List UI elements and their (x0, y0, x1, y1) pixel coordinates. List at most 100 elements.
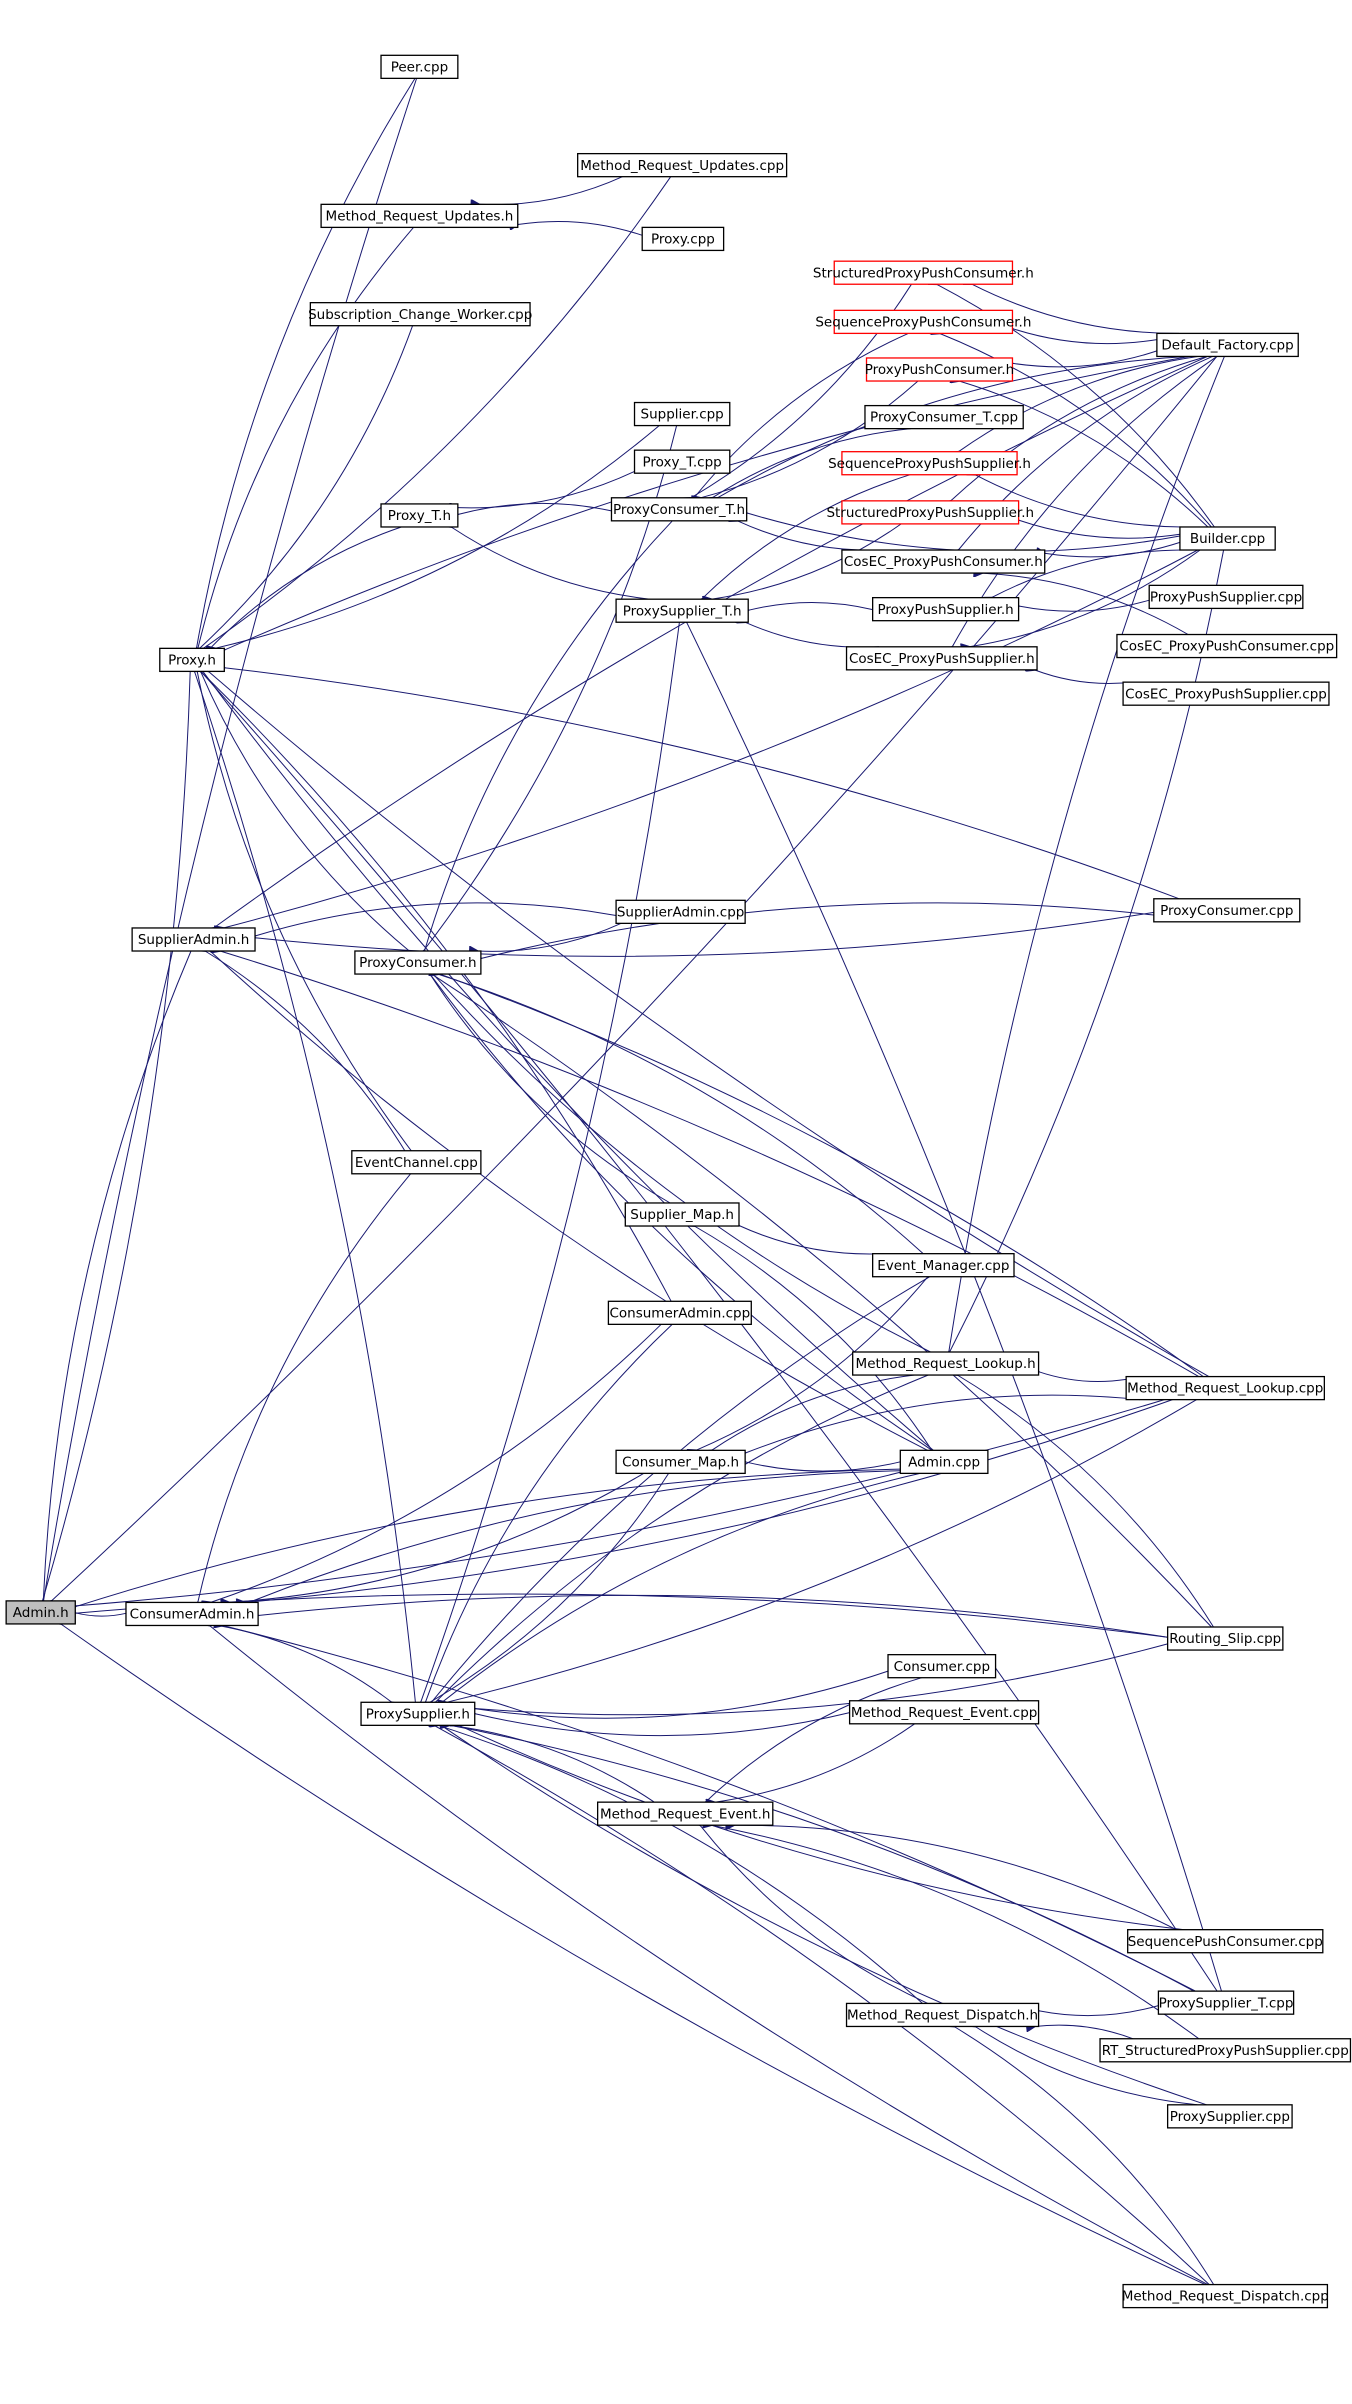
edge-spps-h-to-pst-h (711, 523, 902, 599)
file-node-cec-ppc-cpp[interactable]: CosEC_ProxyPushConsumer.cpp (1116, 633, 1338, 659)
node-box (1166, 1626, 1284, 1651)
file-node-pct-h[interactable]: ProxyConsumer_T.h (610, 497, 748, 522)
edge-event-channel-cpp-to-proxy-h (197, 671, 412, 1152)
node-box (1148, 584, 1304, 610)
file-node-peer-cpp[interactable]: Peer.cpp (380, 54, 459, 80)
file-node-supplier-map-h[interactable]: Supplier_Map.h (624, 1202, 740, 1227)
edge-pst-h-to-proxy-t-h (451, 527, 651, 600)
file-node-scw-cpp[interactable]: Subscription_Change_Worker.cpp (308, 302, 532, 327)
node-label: ProxyPushSupplier.cpp (1150, 589, 1302, 605)
edge-consumer-admin-cpp-to-proxy-supplier-h (425, 1323, 673, 1702)
file-node-default-factory-cpp[interactable]: Default_Factory.cpp (1156, 332, 1299, 358)
file-node-seqppc-h[interactable]: SequenceProxyPushConsumer.h (815, 309, 1031, 335)
file-node-supplier-cpp[interactable]: Supplier.cpp (633, 401, 731, 427)
file-node-consumer-map-h[interactable]: Consumer_Map.h (615, 1449, 746, 1475)
file-node-proxy-t-h[interactable]: Proxy_T.h (380, 503, 459, 528)
file-node-pps-h[interactable]: ProxyPushSupplier.h (872, 596, 1020, 622)
edge-admin-cpp-to-proxy-supplier-h (442, 1472, 921, 1702)
edge-peer-cpp-to-proxy-h (197, 78, 416, 648)
dependency-edges (43, 78, 1225, 2286)
file-node-cec-ppc-h[interactable]: CosEC_ProxyPushConsumer.h (841, 549, 1046, 574)
file-node-mru-cpp[interactable]: Method_Request_Updates.cpp (577, 152, 788, 178)
edge-default-factory-cpp-to-ppc-h (1013, 350, 1158, 368)
edge-rt-spps-cpp-to-mre-h (712, 1825, 1200, 2040)
node-label: ProxyPushSupplier.h (877, 602, 1013, 618)
file-node-proxy-cpp[interactable]: Proxy.cpp (641, 226, 725, 252)
edge-cec-ppc-h-to-pct-h (737, 521, 886, 551)
file-node-proxy-supplier-h[interactable]: ProxySupplier.h (360, 1701, 476, 1726)
file-node-seqpps-h[interactable]: SequenceProxyPushSupplier.h (828, 451, 1031, 476)
edge-consumer-admin-h-to-admin-h (75, 1613, 127, 1617)
node-label: Method_Request_Lookup.h (856, 1356, 1036, 1372)
node-box (1157, 1990, 1295, 2015)
edge-builder-cpp-to-sppc-h (937, 284, 1215, 528)
file-node-spps-h[interactable]: StructuredProxyPushSupplier.h (826, 500, 1034, 525)
node-box (1127, 1929, 1324, 1954)
file-node-proxy-consumer-h[interactable]: ProxyConsumer.h (354, 950, 482, 975)
file-node-seq-push-consumer-cpp[interactable]: SequencePushConsumer.cpp (1127, 1929, 1324, 1954)
node-label: ConsumerAdmin.h (130, 1607, 255, 1623)
file-node-pct-cpp[interactable]: ProxyConsumer_T.cpp (864, 404, 1024, 430)
edge-mrd-h-to-mre-h (700, 1825, 929, 2004)
file-node-supplier-admin-cpp[interactable]: SupplierAdmin.cpp (615, 899, 746, 925)
node-label: Method_Request_Dispatch.h (847, 2008, 1038, 2024)
file-node-admin-h[interactable]: Admin.h (5, 1600, 76, 1625)
file-node-routing-slip-cpp[interactable]: Routing_Slip.cpp (1166, 1626, 1284, 1651)
node-box (354, 950, 482, 975)
file-node-mrl-h[interactable]: Method_Request_Lookup.h (852, 1351, 1040, 1376)
file-node-cec-pps-cpp[interactable]: CosEC_ProxyPushSupplier.cpp (1122, 681, 1330, 706)
node-label: ProxyConsumer.h (359, 955, 476, 971)
file-node-builder-cpp[interactable]: Builder.cpp (1179, 526, 1276, 551)
file-node-proxy-supplier-cpp[interactable]: ProxySupplier.cpp (1166, 2104, 1293, 2129)
file-node-proxy-t-cpp[interactable]: Proxy_T.cpp (633, 449, 731, 474)
file-node-pst-cpp[interactable]: ProxySupplier_T.cpp (1157, 1990, 1295, 2015)
node-box (1153, 898, 1301, 923)
file-node-event-channel-cpp[interactable]: EventChannel.cpp (351, 1150, 482, 1175)
file-node-mrd-h[interactable]: Method_Request_Dispatch.h (845, 2002, 1040, 2028)
file-node-mrl-cpp[interactable]: Method_Request_Lookup.cpp (1125, 1375, 1325, 1401)
node-box (1122, 2283, 1329, 2309)
node-label: Method_Request_Updates.h (326, 208, 514, 224)
node-label: Consumer_Map.h (622, 1454, 739, 1470)
edge-scw-cpp-to-proxy-h (200, 325, 414, 649)
edge-admin-cpp-to-supplier-map-h (694, 1226, 933, 1451)
file-node-event-manager-cpp[interactable]: Event_Manager.cpp (872, 1253, 1015, 1278)
file-node-consumer-admin-h[interactable]: ConsumerAdmin.h (125, 1601, 259, 1627)
node-label: CosEC_ProxyPushConsumer.h (844, 554, 1043, 570)
edge-pct-h-to-proxy-consumer-h (425, 520, 673, 951)
file-node-proxy-h[interactable]: Proxy.h (159, 647, 225, 673)
file-node-mre-cpp[interactable]: Method_Request_Event.cpp (848, 1700, 1040, 1725)
file-node-consumer-admin-cpp[interactable]: ConsumerAdmin.cpp (607, 1300, 752, 1325)
edge-mrl-h-to-consumer-map-h (712, 1374, 915, 1450)
edge-pct-h-to-proxy-t-h (458, 502, 612, 514)
file-node-mre-h[interactable]: Method_Request_Event.h (596, 1801, 774, 1826)
node-box (1099, 2038, 1352, 2063)
node-box (833, 260, 1014, 285)
file-node-ppc-h[interactable]: ProxyPushConsumer.h (865, 357, 1014, 382)
file-node-pst-h[interactable]: ProxySupplier_T.h (615, 598, 749, 623)
file-node-sppc-h[interactable]: StructuredProxyPushConsumer.h (813, 260, 1034, 285)
node-box (865, 357, 1014, 382)
file-node-consumer-cpp[interactable]: Consumer.cpp (887, 1654, 997, 1679)
file-node-proxy-consumer-cpp[interactable]: ProxyConsumer.cpp (1153, 898, 1301, 923)
node-label: EventChannel.cpp (355, 1155, 478, 1171)
node-box (864, 404, 1024, 430)
node-label: Admin.h (13, 1605, 69, 1621)
file-node-mrd-cpp[interactable]: Method_Request_Dispatch.cpp (1122, 2283, 1329, 2309)
node-box (641, 226, 725, 252)
edge-supplier-cpp-to-proxy-h (215, 425, 660, 649)
edge-mrl-h-to-proxy-supplier-h (435, 1374, 929, 1702)
edge-cec-pps-cpp-to-cec-pps-h (1035, 670, 1134, 684)
file-node-supplier-admin-h[interactable]: SupplierAdmin.h (131, 927, 256, 952)
node-label: Proxy.cpp (651, 232, 715, 248)
node-label: ProxySupplier_T.h (623, 603, 742, 619)
node-box (615, 598, 749, 623)
file-node-admin-cpp[interactable]: Admin.cpp (899, 1449, 989, 1475)
file-node-cec-pps-h[interactable]: CosEC_ProxyPushSupplier.h (845, 646, 1038, 671)
node-label: CosEC_ProxyPushSupplier.h (849, 651, 1035, 667)
file-node-pps-cpp[interactable]: ProxyPushSupplier.cpp (1148, 584, 1304, 610)
file-node-rt-spps-cpp[interactable]: RT_StructuredProxyPushSupplier.cpp (1099, 2038, 1352, 2063)
node-label: ProxySupplier_T.cpp (1159, 1995, 1294, 2011)
file-node-mru-h[interactable]: Method_Request_Updates.h (320, 203, 519, 229)
